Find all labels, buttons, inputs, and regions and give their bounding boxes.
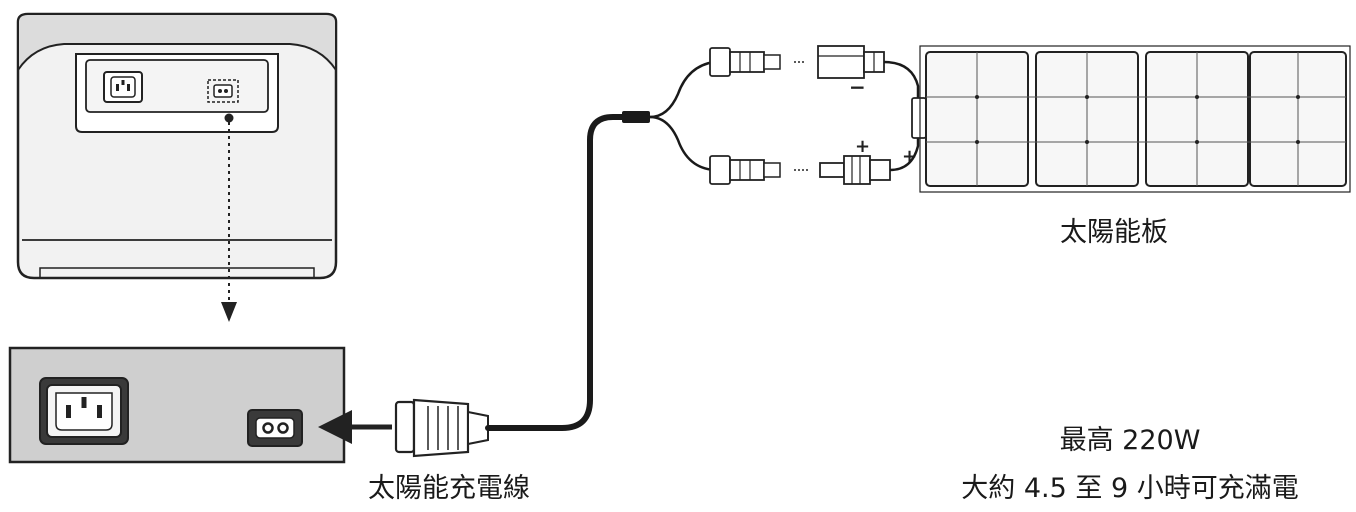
ac-socket-closeup-icon	[39, 377, 129, 445]
polarity-plus-connector: +	[855, 136, 870, 157]
max-power-label: 最高 220W	[1059, 425, 1201, 456]
polarity-plus-panel: +	[902, 146, 917, 167]
arrow-left-icon	[318, 410, 392, 444]
solar-charging-cable	[394, 60, 715, 458]
solar-panel-icon	[919, 45, 1351, 193]
solar-panel-label: 太陽能板	[1060, 217, 1168, 248]
power-station	[16, 12, 338, 280]
charging-cable-label: 太陽能充電線	[368, 473, 530, 504]
port-panel-closeup	[8, 346, 346, 464]
dc-port-closeup-icon	[247, 409, 303, 447]
polarity-minus: −	[849, 75, 866, 99]
ac-socket-icon	[103, 71, 143, 103]
dc-input-port-icon	[207, 79, 239, 103]
dotted-arrow-down-icon	[221, 113, 237, 322]
mc4-connector-icon	[709, 45, 891, 185]
cable-plug	[394, 398, 489, 458]
charge-time-label: 大約 4.5 至 9 小時可充滿電	[961, 473, 1299, 504]
